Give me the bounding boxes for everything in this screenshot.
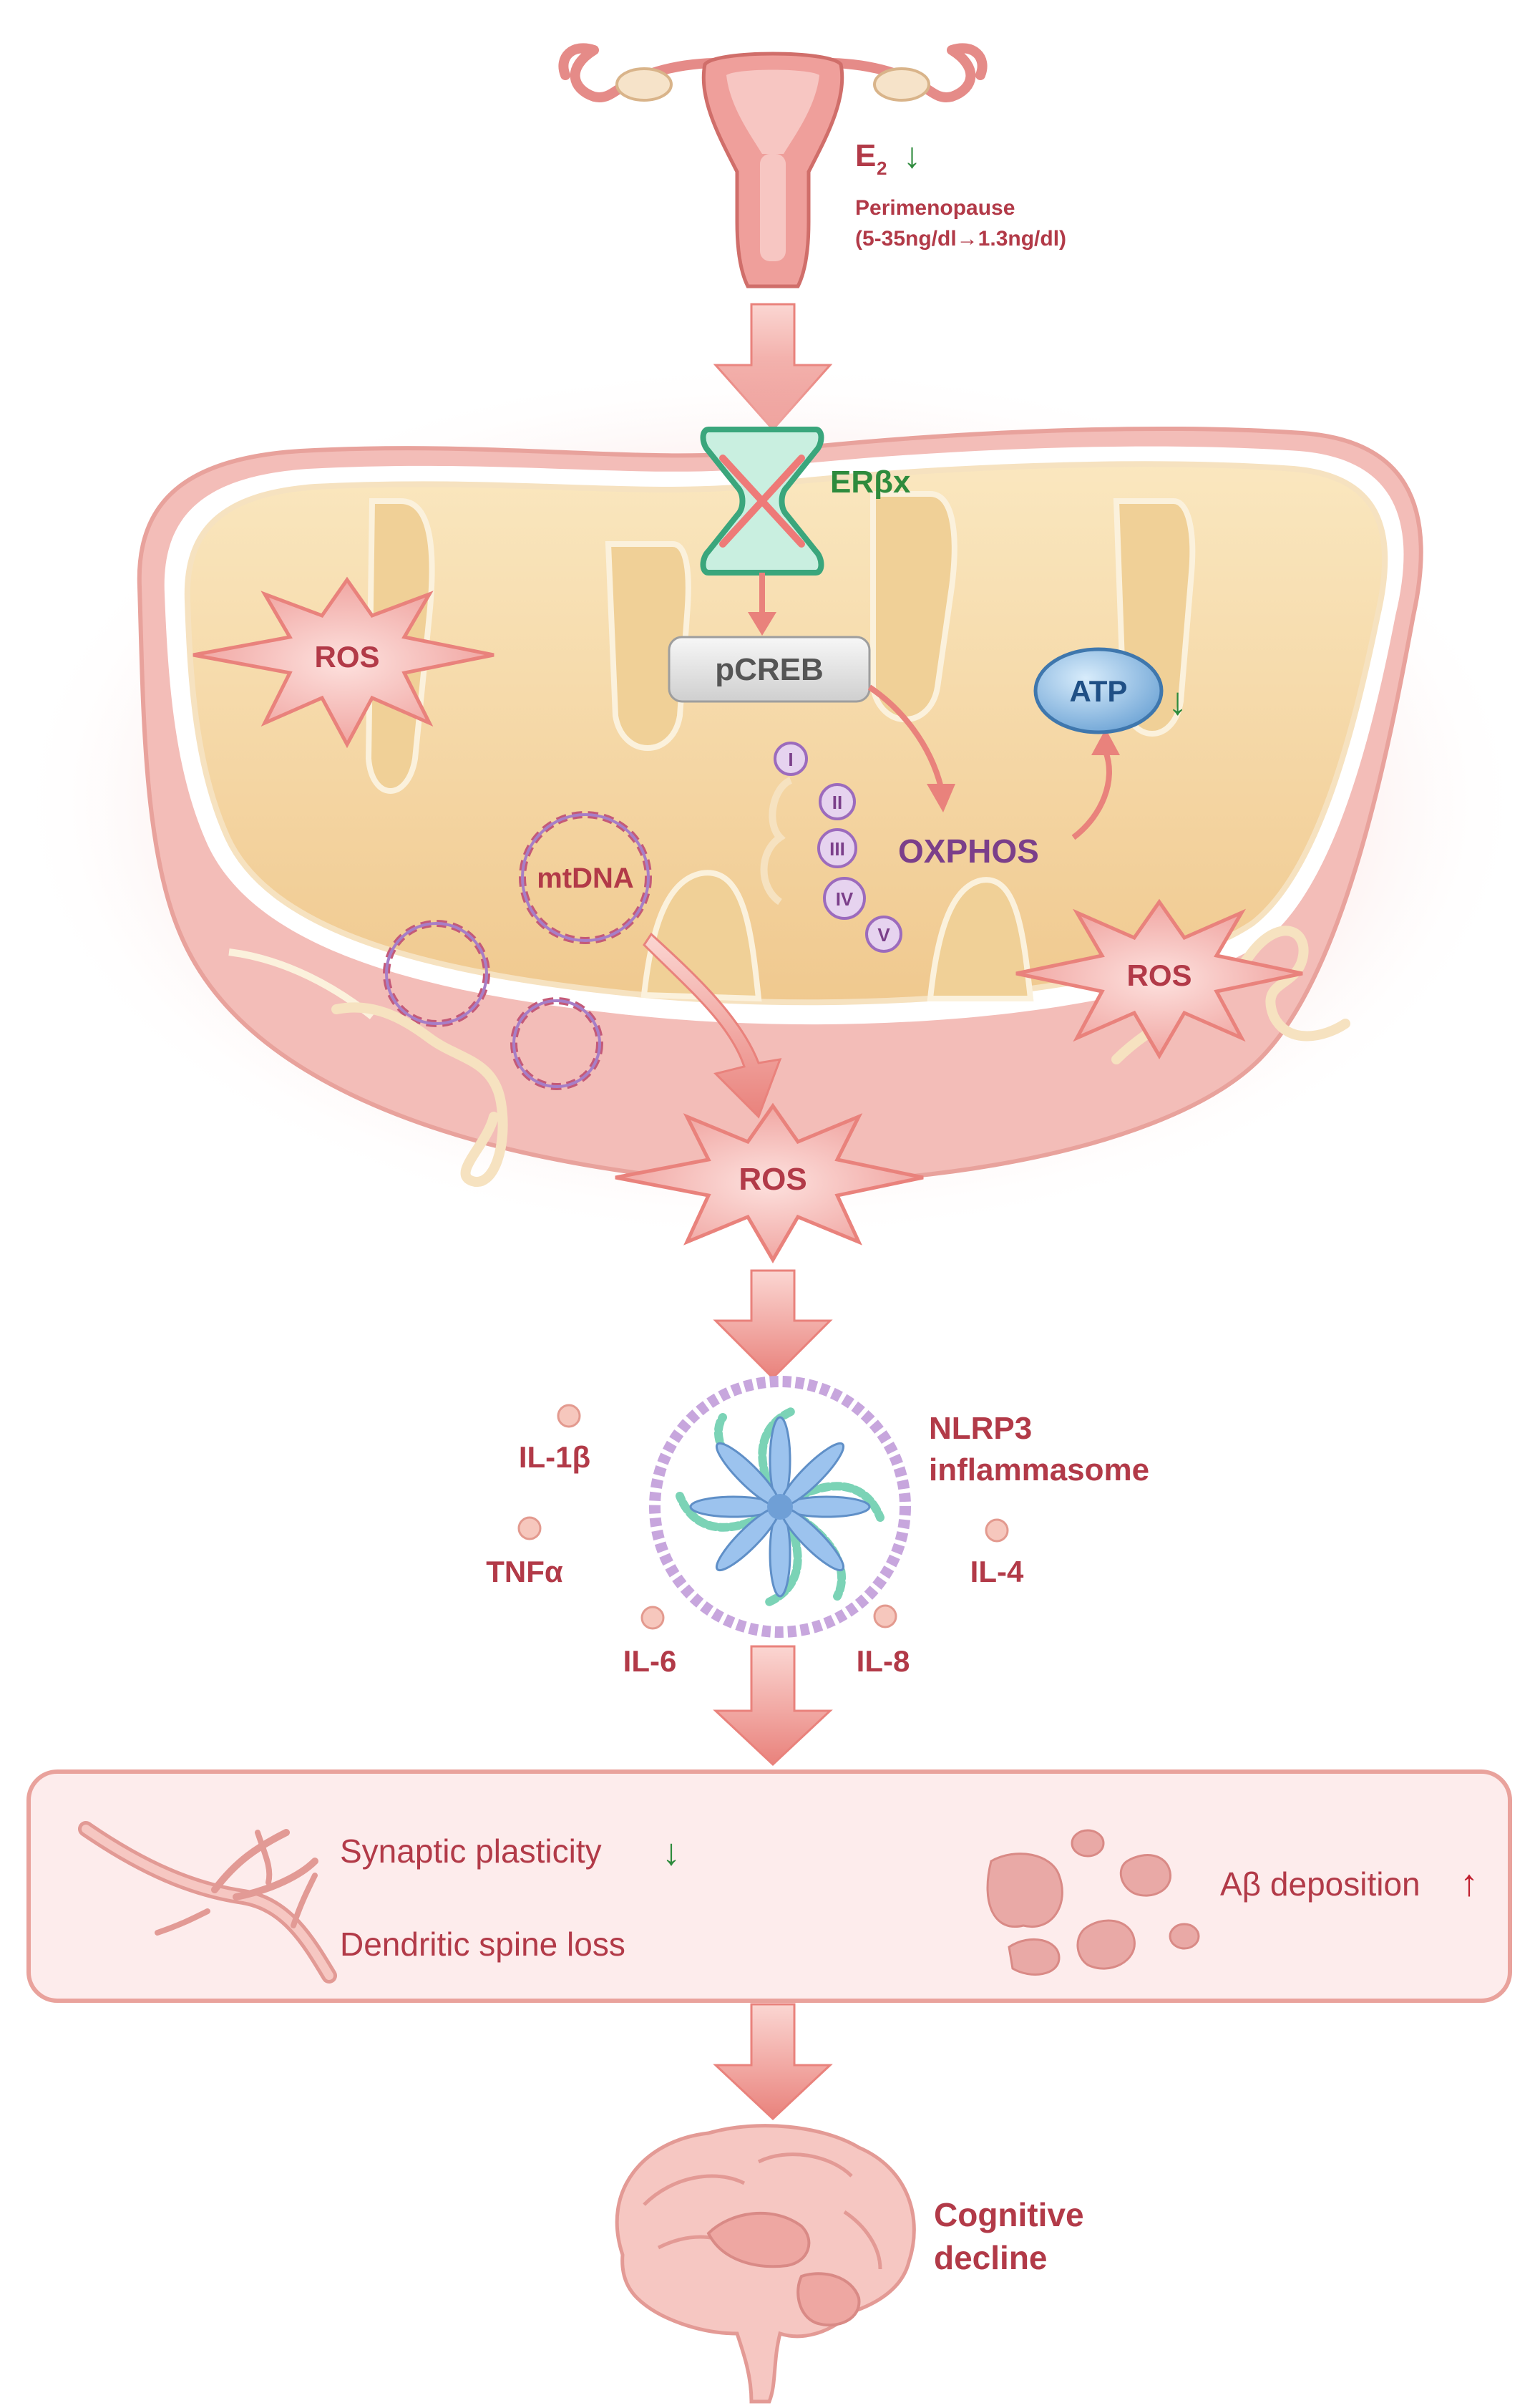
er-beta-receptor: [700, 427, 824, 576]
effects-panel: [26, 1769, 1512, 2003]
outcome-line1: Cognitive: [934, 2196, 1084, 2233]
arrow-mtdna-to-ros: [643, 932, 782, 1119]
complex-iv: IV: [836, 888, 854, 910]
complex-iii: III: [829, 838, 845, 860]
cytokine-il1b: IL-1β: [519, 1440, 590, 1474]
brain-illustration: [615, 2124, 916, 2404]
dendrite-illustration: [78, 1821, 337, 1984]
arrow-oxphos-to-atp: [1071, 729, 1120, 840]
ros-star-lower-right: [1015, 898, 1303, 1059]
hormone-range: (5-35ng/dl→1.3ng/dl): [855, 227, 1066, 251]
pcreb-box: [668, 636, 871, 703]
cytokine-il6: IL-6: [623, 1644, 677, 1678]
etc-complexes: [760, 742, 902, 953]
ros-star-upper-left: [192, 576, 494, 749]
atp-down-arrow: ↓: [1168, 680, 1187, 723]
atp-ellipse: [1033, 647, 1164, 734]
hormone-down-arrow: ↓: [903, 135, 921, 175]
uterus-illustration: [558, 43, 988, 288]
dendritic-spine-loss-label: Dendritic spine loss: [340, 1926, 625, 1963]
ros-label-released: ROS: [739, 1162, 806, 1197]
synaptic-plasticity-label: Synaptic plasticity: [340, 1832, 602, 1870]
ros-label-lower-right: ROS: [1126, 958, 1191, 992]
cytokine-il4: IL-4: [970, 1555, 1024, 1588]
abeta-up-arrow: ↑: [1460, 1863, 1478, 1904]
oxphos-label: OXPHOS: [898, 832, 1039, 870]
complex-v: V: [877, 924, 890, 946]
nlrp3-inflammasome-illustration: [649, 1376, 911, 1638]
arrow-to-pcreb: [748, 573, 776, 636]
hormone-phase: Perimenopause: [855, 196, 1015, 220]
abeta-deposition-label: Aβ deposition: [1220, 1865, 1420, 1903]
amyloid-plaques-illustration: [986, 1829, 1200, 1976]
atp-label: ATP: [1070, 674, 1128, 708]
receptor-label: ERβx: [830, 465, 911, 500]
cytokine-dots: [517, 1404, 1009, 1630]
outcome-line2: decline: [934, 2239, 1048, 2276]
ros-label-upper-left: ROS: [314, 640, 379, 674]
flow-arrow-3: [713, 1645, 833, 1767]
cytokine-tnfa: TNFα: [486, 1555, 563, 1588]
hormone-symbol: E: [855, 138, 876, 173]
ros-star-released: [615, 1102, 924, 1263]
hormone-subscript: 2: [877, 157, 887, 179]
complex-ii: II: [832, 792, 842, 813]
flow-arrow-2: [713, 1269, 833, 1380]
complex-i: I: [788, 749, 793, 770]
cytokine-il8: IL-8: [857, 1644, 910, 1678]
mitochondrion: [11, 358, 1529, 1246]
synaptic-down-arrow: ↓: [662, 1832, 681, 1873]
flow-arrow-4: [713, 2003, 833, 2121]
mtdna-label: mtDNA: [537, 863, 634, 894]
arrow-pcreb-to-oxphos: [867, 684, 955, 812]
pcreb-label: pCREB: [715, 652, 824, 687]
nlrp3-title-line1: NLRP3: [929, 1411, 1032, 1446]
mtdna-circles: [383, 811, 652, 1090]
nlrp3-title-line2: inflammasome: [929, 1452, 1149, 1487]
